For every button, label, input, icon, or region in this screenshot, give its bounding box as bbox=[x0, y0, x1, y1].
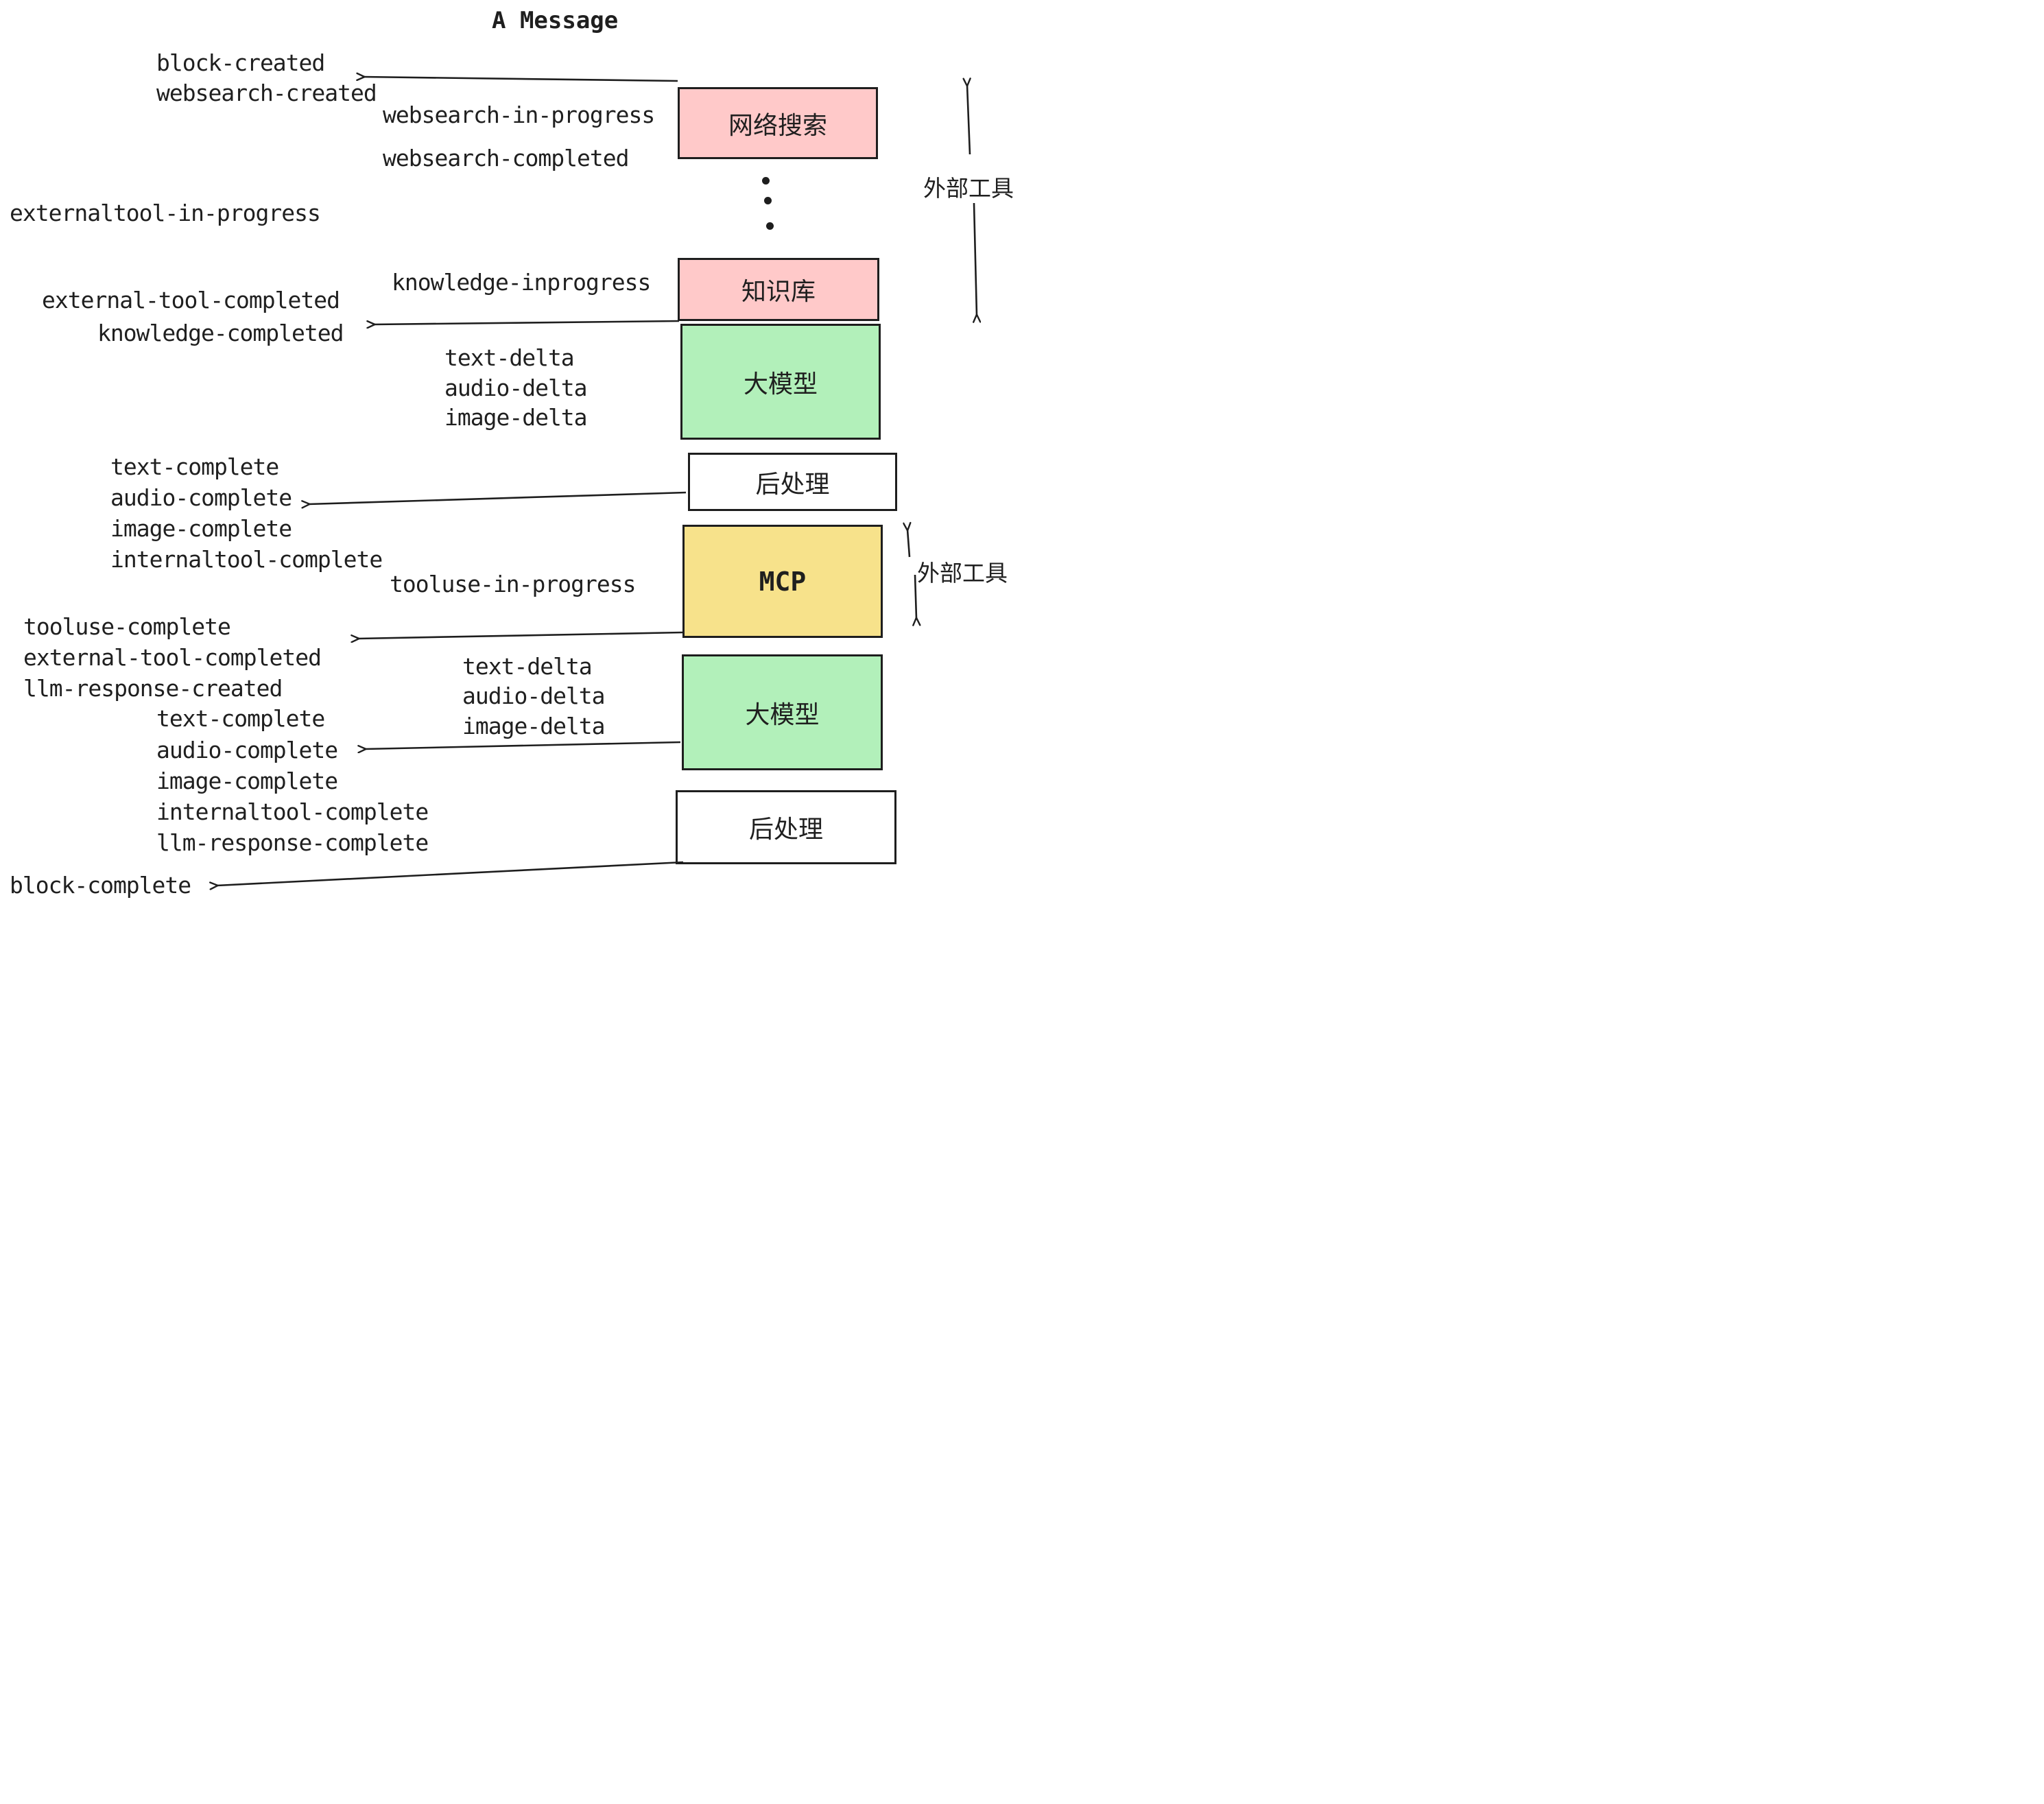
box-postprocess-1-label: 后处理 bbox=[755, 470, 830, 499]
box-knowledge: 知识库 bbox=[678, 258, 879, 321]
event-block-created: block-created bbox=[156, 49, 325, 76]
external-tools-label-top: 外部工具 bbox=[923, 175, 1014, 202]
event-text-complete-1: text-complete bbox=[110, 453, 279, 480]
arrow-llm2-to-audio-complete bbox=[365, 741, 681, 749]
external-tools-top-down-arrow bbox=[974, 202, 977, 316]
event-external-tool-completed: external-tool-completed bbox=[42, 287, 340, 313]
external-tools-bottom-down-arrow bbox=[915, 574, 916, 619]
event-llm-response-created: llm-response-created bbox=[23, 675, 283, 702]
event-image-complete-2: image-complete bbox=[156, 768, 338, 794]
arrow-knowledge-to-completed bbox=[374, 320, 680, 324]
event-externaltool-in-progress: externaltool-in-progress bbox=[10, 200, 321, 226]
diagram-title: A Message bbox=[492, 7, 619, 34]
event-websearch-in-progress: websearch-in-progress bbox=[383, 102, 655, 128]
box-postprocess-1: 后处理 bbox=[688, 453, 897, 511]
box-llm-2: 大模型 bbox=[682, 654, 883, 770]
event-tooluse-complete: tooluse-complete bbox=[23, 613, 231, 640]
box-llm-1-label: 大模型 bbox=[743, 370, 818, 399]
event-audio-delta-2: audio-delta bbox=[462, 683, 606, 709]
event-knowledge-completed: knowledge-completed bbox=[97, 320, 344, 346]
event-audio-complete-1: audio-complete bbox=[110, 484, 292, 511]
event-external-tool-completed-2: external-tool-completed bbox=[23, 644, 322, 671]
box-mcp-label: MCP bbox=[759, 566, 807, 597]
event-text-delta-2: text-delta bbox=[462, 653, 593, 680]
box-websearch: 网络搜索 bbox=[678, 87, 878, 159]
event-audio-complete-2: audio-complete bbox=[156, 737, 338, 763]
event-tooluse-in-progress: tooluse-in-progress bbox=[390, 571, 636, 597]
box-websearch-label: 网络搜索 bbox=[728, 111, 827, 140]
event-block-complete: block-complete bbox=[10, 872, 191, 899]
box-llm-2-label: 大模型 bbox=[745, 700, 820, 729]
arrow-mcp-to-tooluse-complete bbox=[358, 631, 683, 639]
external-tools-label-bottom: 外部工具 bbox=[917, 560, 1008, 586]
box-knowledge-label: 知识库 bbox=[741, 278, 816, 306]
ellipsis-dot-2 bbox=[764, 197, 772, 204]
box-postprocess-2: 后处理 bbox=[676, 790, 896, 864]
event-image-complete-1: image-complete bbox=[110, 515, 292, 542]
box-llm-1: 大模型 bbox=[680, 324, 881, 440]
diagram-canvas: A Message block-created websearch-create… bbox=[0, 0, 1022, 902]
arrow-postprocess2-to-block-complete bbox=[217, 861, 684, 886]
event-websearch-created: websearch-created bbox=[156, 80, 377, 106]
ellipsis-dot-3 bbox=[766, 222, 774, 230]
event-internaltool-complete-2: internaltool-complete bbox=[156, 798, 429, 825]
box-mcp: MCP bbox=[682, 525, 883, 638]
event-text-delta-1: text-delta bbox=[444, 344, 575, 371]
event-audio-delta-1: audio-delta bbox=[444, 375, 588, 401]
external-tools-top-up-arrow bbox=[967, 85, 970, 155]
event-text-complete-2: text-complete bbox=[156, 705, 325, 732]
event-websearch-completed: websearch-completed bbox=[383, 145, 629, 171]
event-image-delta-1: image-delta bbox=[444, 404, 588, 431]
event-llm-response-complete: llm-response-complete bbox=[156, 829, 429, 856]
arrow-websearch-to-created bbox=[364, 77, 678, 82]
event-internaltool-complete-1: internaltool-complete bbox=[110, 546, 383, 573]
box-postprocess-2-label: 后处理 bbox=[748, 816, 823, 844]
event-image-delta-2: image-delta bbox=[462, 713, 606, 739]
ellipsis-dot-1 bbox=[762, 177, 770, 185]
arrow-postprocess1-to-complete bbox=[309, 491, 687, 504]
event-knowledge-inprogress: knowledge-inprogress bbox=[392, 269, 651, 296]
external-tools-bottom-up-arrow bbox=[907, 530, 910, 558]
